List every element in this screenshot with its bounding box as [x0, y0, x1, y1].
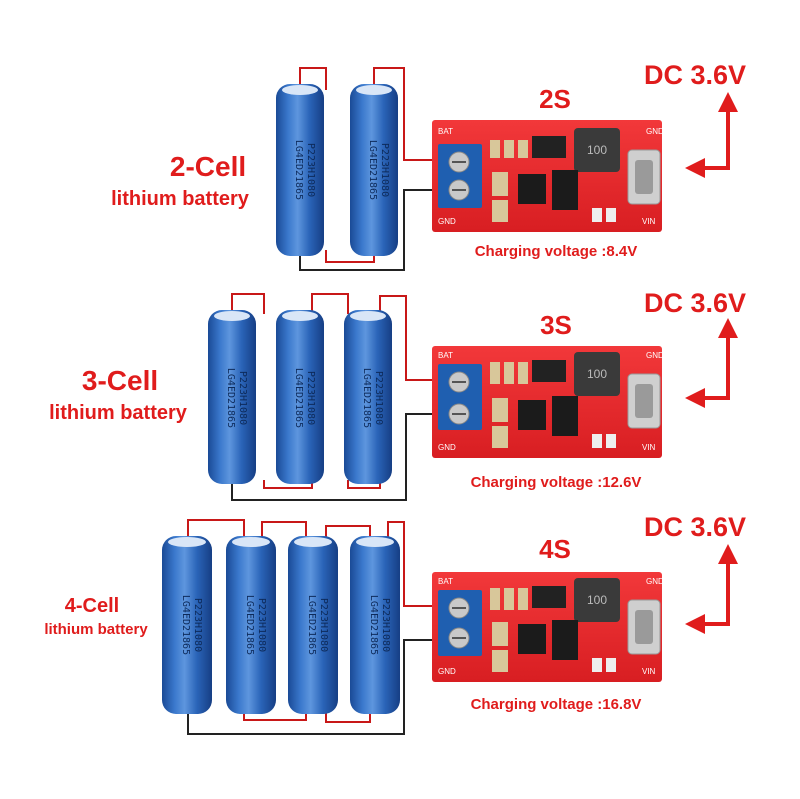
section-2s: 2-Cell lithium battery LG4ED21865 P223H1…: [111, 60, 746, 271]
wire: [243, 710, 307, 721]
battery-pack: LG4ED21865 P223H1080 LG4ED21865 P223H108…: [208, 293, 440, 501]
battery-cell: LG4ED21865 P223H1080: [288, 536, 338, 714]
wire: [187, 519, 245, 540]
svg-text:LG4ED21865: LG4ED21865: [293, 368, 304, 428]
battery-pack: LG4ED21865 P223H1080 LG4ED21865 P223H108…: [276, 67, 440, 271]
svg-text:100: 100: [587, 367, 607, 381]
section-title: 4-Cell lithium battery: [44, 595, 148, 638]
svg-text:GND: GND: [438, 667, 456, 676]
cell-count-label: 2-Cell: [170, 151, 246, 182]
svg-text:P223H1080: P223H1080: [318, 598, 329, 652]
svg-text:GND: GND: [646, 351, 664, 360]
svg-text:100: 100: [587, 593, 607, 607]
svg-text:P223H1080: P223H1080: [237, 371, 248, 425]
battery-cell: LG4ED21865 P223H1080: [208, 310, 256, 484]
dc-input-label: DC 3.6V: [644, 60, 746, 90]
wire: [373, 67, 440, 161]
svg-text:LG4ED21865: LG4ED21865: [293, 140, 304, 200]
config-label: 2S: [539, 84, 571, 114]
svg-text:GND: GND: [646, 577, 664, 586]
config-label: 4S: [539, 534, 571, 564]
battery-pack: LG4ED21865 P223H1080 LG4ED21865 P223H108…: [162, 519, 440, 735]
svg-text:LG4ED21865: LG4ED21865: [361, 368, 372, 428]
charger-board: 100 BAT GND GND VIN: [432, 572, 664, 682]
wire: [299, 67, 327, 90]
bidirectional-arrow-icon: [685, 544, 738, 634]
bidirectional-arrow-icon: [685, 92, 738, 178]
svg-text:LG4ED21865: LG4ED21865: [367, 140, 378, 200]
svg-text:LG4ED21865: LG4ED21865: [306, 595, 317, 655]
charger-board: 100 BAT GND GND VIN: [432, 346, 664, 458]
battery-cell: LG4ED21865 P223H1080: [276, 310, 324, 484]
svg-text:BAT: BAT: [438, 577, 453, 586]
wire: [387, 521, 440, 607]
svg-text:P223H1080: P223H1080: [373, 371, 384, 425]
charging-voltage-label: Charging voltage :8.4V: [475, 243, 638, 260]
cell-type-label: lithium battery: [111, 188, 250, 210]
wire: [231, 293, 265, 314]
svg-text:LG4ED21865: LG4ED21865: [225, 368, 236, 428]
svg-text:GND: GND: [438, 217, 456, 226]
battery-cell: LG4ED21865 P223H1080: [344, 310, 392, 484]
cell-type-label: lithium battery: [44, 621, 148, 638]
charging-voltage-label: Charging voltage :12.6V: [471, 474, 642, 491]
svg-text:P223H1080: P223H1080: [305, 371, 316, 425]
wire: [187, 639, 440, 735]
svg-text:VIN: VIN: [642, 443, 656, 452]
svg-text:P223H1080: P223H1080: [192, 598, 203, 652]
section-4s: 4-Cell lithium battery LG4ED21865 P223H1…: [44, 512, 746, 735]
section-title: 3-Cell lithium battery: [49, 365, 188, 424]
battery-cell: LG4ED21865 P223H1080: [226, 536, 276, 714]
wire: [311, 293, 349, 314]
wire: [263, 480, 313, 489]
wire: [231, 413, 440, 501]
dc-input-label: DC 3.6V: [644, 288, 746, 318]
bidirectional-arrow-icon: [685, 318, 738, 408]
svg-text:BAT: BAT: [438, 127, 453, 136]
svg-text:LG4ED21865: LG4ED21865: [180, 595, 191, 655]
wire: [299, 189, 440, 271]
cell-count-label: 4-Cell: [65, 595, 119, 617]
section-3s: 3-Cell lithium battery LG4ED21865 P223H1…: [49, 288, 746, 501]
cell-type-label: lithium battery: [49, 402, 188, 424]
config-label: 3S: [540, 310, 572, 340]
svg-text:LG4ED21865: LG4ED21865: [244, 595, 255, 655]
svg-text:P223H1080: P223H1080: [256, 598, 267, 652]
section-title: 2-Cell lithium battery: [111, 151, 250, 210]
battery-cell: LG4ED21865 P223H1080: [350, 536, 400, 714]
svg-text:VIN: VIN: [642, 217, 656, 226]
svg-text:P223H1080: P223H1080: [380, 598, 391, 652]
wire: [379, 295, 440, 381]
wire: [325, 525, 371, 540]
wire: [261, 521, 307, 540]
battery-cell: LG4ED21865 P223H1080: [276, 84, 324, 256]
wire: [347, 480, 381, 489]
charging-voltage-label: Charging voltage :16.8V: [471, 696, 642, 713]
svg-text:P223H1080: P223H1080: [379, 143, 390, 197]
svg-text:BAT: BAT: [438, 351, 453, 360]
cell-count-label: 3-Cell: [82, 365, 158, 396]
dc-input-label: DC 3.6V: [644, 512, 746, 542]
svg-text:100: 100: [587, 143, 607, 157]
battery-cell: LG4ED21865 P223H1080: [350, 84, 398, 256]
svg-text:VIN: VIN: [642, 667, 656, 676]
battery-cell: LG4ED21865 P223H1080: [162, 536, 212, 714]
svg-text:GND: GND: [438, 443, 456, 452]
svg-text:GND: GND: [646, 127, 664, 136]
svg-text:P223H1080: P223H1080: [305, 143, 316, 197]
svg-text:LG4ED21865: LG4ED21865: [368, 595, 379, 655]
charger-board: 100 BAT GND GND VIN: [432, 120, 664, 232]
wire: [325, 710, 371, 723]
